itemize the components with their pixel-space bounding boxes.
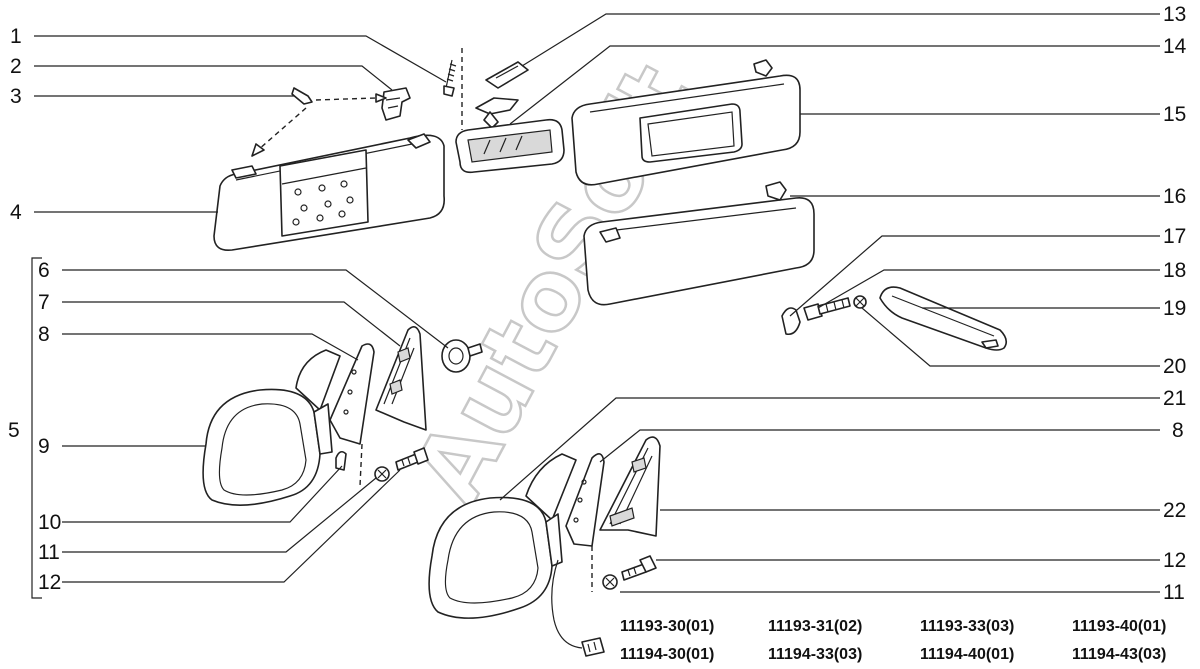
cover-13 [485, 61, 529, 89]
clip-10 [335, 450, 347, 471]
washer-11-left [374, 466, 390, 482]
screw-3 [251, 87, 387, 157]
left-mirror-dashes [359, 443, 363, 487]
wiring-harness [551, 559, 605, 657]
callout-8-right: 8 [1172, 419, 1184, 442]
callout-12-left: 12 [38, 571, 61, 594]
callout-8-left: 8 [38, 323, 50, 346]
callout-14: 14 [1163, 35, 1187, 58]
sun-visor-right-15 [571, 59, 801, 186]
washer-11-right [602, 574, 618, 590]
screw-12-left [395, 447, 429, 471]
mirror-base-7 [375, 326, 427, 431]
callout-4: 4 [10, 201, 22, 224]
grab-handle-19 [879, 286, 1008, 351]
model-code: 11193-30(01) [620, 618, 714, 635]
handle-cap-17 [781, 307, 801, 336]
leader-lines [34, 13, 1160, 593]
visor-clip-2 [381, 87, 411, 121]
mirror-housing-9-left [202, 349, 341, 506]
callout-12-right: 12 [1163, 549, 1186, 572]
gasket-8-right [565, 453, 605, 547]
callout-10: 10 [38, 511, 61, 534]
callout-labels: 1 2 3 4 5 6 7 8 9 10 11 12 13 14 15 16 1… [8, 3, 1187, 604]
gasket-8-left [329, 343, 375, 445]
callout-19: 19 [1163, 297, 1186, 320]
callout-1: 1 [10, 25, 22, 48]
mirror-base-22 [599, 436, 661, 537]
callout-15: 15 [1163, 103, 1186, 126]
model-code: 11194-40(01) [920, 646, 1014, 663]
callout-3: 3 [10, 85, 22, 108]
washer-20 [853, 295, 867, 309]
callout-18: 18 [1163, 259, 1186, 282]
callout-11-right: 11 [1163, 581, 1185, 604]
sun-visor-right-16 [583, 181, 815, 306]
model-code: 11194-43(03) [1072, 646, 1166, 663]
model-code: 11193-40(01) [1072, 618, 1166, 635]
callout-20: 20 [1163, 355, 1186, 378]
rear-view-mirror-14 [455, 97, 565, 174]
callout-5: 5 [8, 419, 20, 442]
callout-17: 17 [1163, 225, 1186, 248]
callout-16: 16 [1163, 185, 1186, 208]
callout-6: 6 [38, 259, 50, 282]
sun-visor-left-4 [213, 133, 446, 252]
model-code: 11193-33(03) [920, 618, 1014, 635]
callout-21: 21 [1163, 387, 1186, 410]
callout-9: 9 [38, 435, 50, 458]
callout-7: 7 [38, 291, 50, 314]
handle-bolt-18 [803, 297, 851, 321]
cap-nut-6 [441, 339, 483, 373]
screw-12-right [621, 555, 657, 581]
screw-1 [443, 48, 463, 130]
callout-11-left: 11 [38, 541, 60, 564]
model-code: 11193-31(02) [768, 618, 862, 635]
callout-2: 2 [10, 55, 22, 78]
callout-22: 22 [1163, 499, 1186, 522]
model-code: 11194-30(01) [620, 646, 714, 663]
model-code: 11194-33(03) [768, 646, 862, 663]
model-codes: 11193-30(01) 11193-31(02) 11193-33(03) 1… [620, 618, 1166, 663]
visor-vent-holes [292, 180, 354, 226]
callout-13: 13 [1163, 3, 1186, 26]
bracket-5 [31, 257, 42, 599]
mirror-housing-21-right [428, 453, 577, 619]
